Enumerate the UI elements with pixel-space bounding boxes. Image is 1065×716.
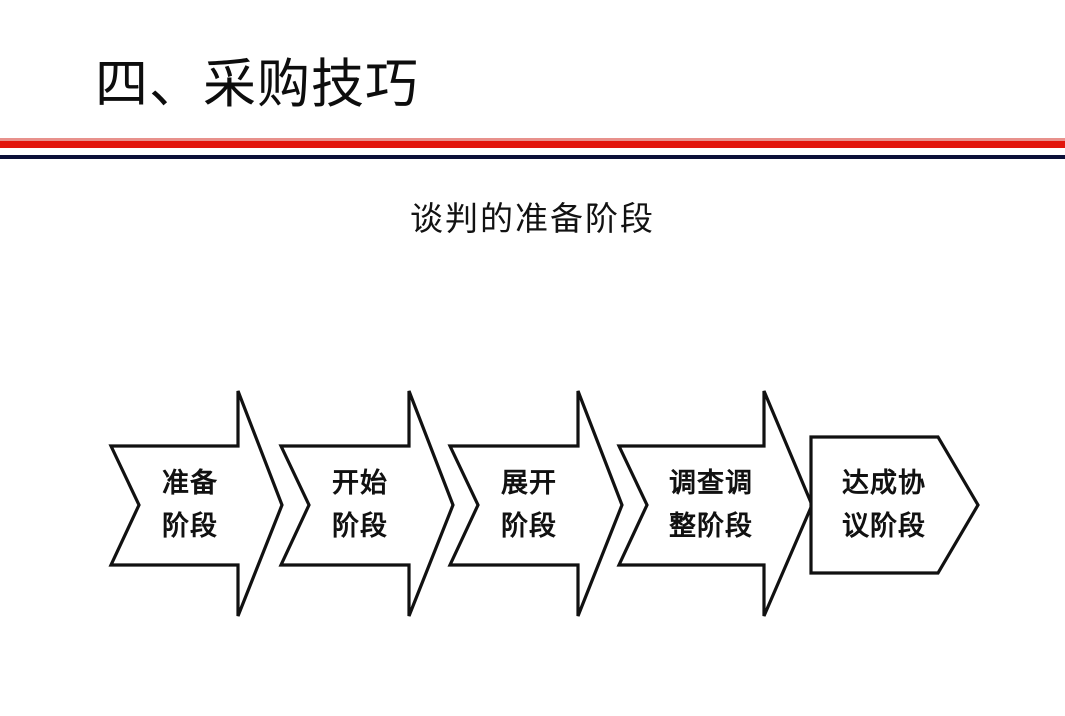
page-title: 四、采购技巧 (95, 56, 419, 114)
chevron-arrow-shape-3 (447, 390, 624, 617)
process-step-3-line1: 展开 (501, 468, 557, 499)
subtitle: 谈判的准备阶段 (410, 202, 655, 238)
divider-red-highlight (0, 138, 1065, 141)
process-step-3[interactable]: 展开 阶段 (447, 390, 624, 617)
process-step-1[interactable]: 准备 阶段 (108, 390, 284, 617)
process-step-2-line1: 开始 (332, 467, 388, 499)
process-step-3-line2: 阶段 (501, 511, 557, 542)
process-step-2-line2: 阶段 (332, 511, 388, 542)
divider-navy-line (0, 155, 1065, 159)
divider-white-gap (0, 148, 1065, 155)
process-step-5-line2: 议阶段 (842, 511, 926, 542)
pentagon-terminal-shape-5 (809, 435, 980, 575)
process-step-5-line1: 达成协 (842, 468, 926, 499)
process-step-1-line1: 准备 (162, 468, 218, 499)
title-divider (0, 138, 1065, 162)
divider-red-bar (0, 141, 1065, 148)
chevron-arrow-shape-4 (616, 390, 814, 617)
chevron-arrow-shape-2 (278, 390, 455, 617)
process-step-1-line2: 阶段 (162, 511, 218, 542)
process-step-4-line2: 整阶段 (669, 511, 753, 542)
process-step-4[interactable]: 调查调 整阶段 (616, 390, 814, 617)
process-step-4-line1: 调查调 (669, 468, 753, 499)
process-step-2[interactable]: 开始 阶段 (278, 390, 455, 617)
chevron-arrow-shape-1 (108, 390, 284, 617)
process-step-5[interactable]: 达成协 议阶段 (809, 435, 980, 575)
